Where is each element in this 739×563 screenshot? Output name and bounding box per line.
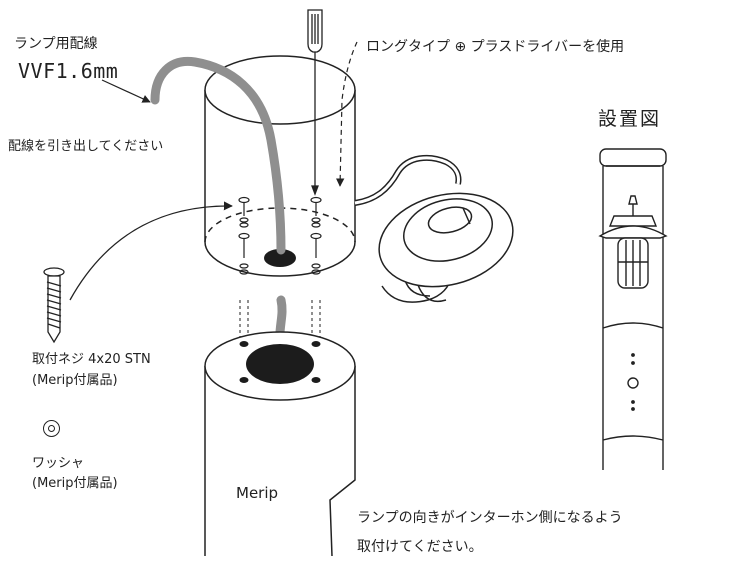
lamp-wire-pointer <box>101 79 151 103</box>
lamp-fixture <box>354 154 514 303</box>
lamp-cable <box>150 56 286 255</box>
installation-view <box>598 148 668 470</box>
screw-note: (Merip付属品) <box>32 373 118 388</box>
orientation-instruction-line1: ランプの向きがインターホン側になるよう <box>357 510 623 526</box>
orientation-instruction-line2: 取付けてください。 <box>357 539 483 555</box>
screw-pointer <box>69 201 233 301</box>
screwdriver-icon <box>307 9 323 196</box>
cable-hole-upper <box>264 249 296 267</box>
pull-out-instruction: 配線を引き出してください <box>8 139 164 154</box>
cable-hole-lower <box>246 344 314 384</box>
mounting-screws-upper <box>238 196 322 275</box>
driver-instruction: ロングタイプ ⊕ プラスドライバーを使用 <box>366 39 625 55</box>
setup-diagram-title: 設置図 <box>598 108 662 130</box>
washer-icon <box>43 420 60 437</box>
lamp-wiring-label: ランプ用配線 <box>14 36 98 52</box>
washer-label: ワッシャ <box>32 456 85 471</box>
screw-icon <box>43 267 65 344</box>
merip-label: Merip <box>236 484 279 502</box>
screw-holes-lower <box>239 341 321 383</box>
vvf-spec-label: VVF1.6mm <box>18 59 119 83</box>
washer-note: (Merip付属品) <box>32 476 118 491</box>
screw-label: 取付ネジ 4x20 STN <box>32 352 151 367</box>
driver-pointer <box>335 41 358 187</box>
